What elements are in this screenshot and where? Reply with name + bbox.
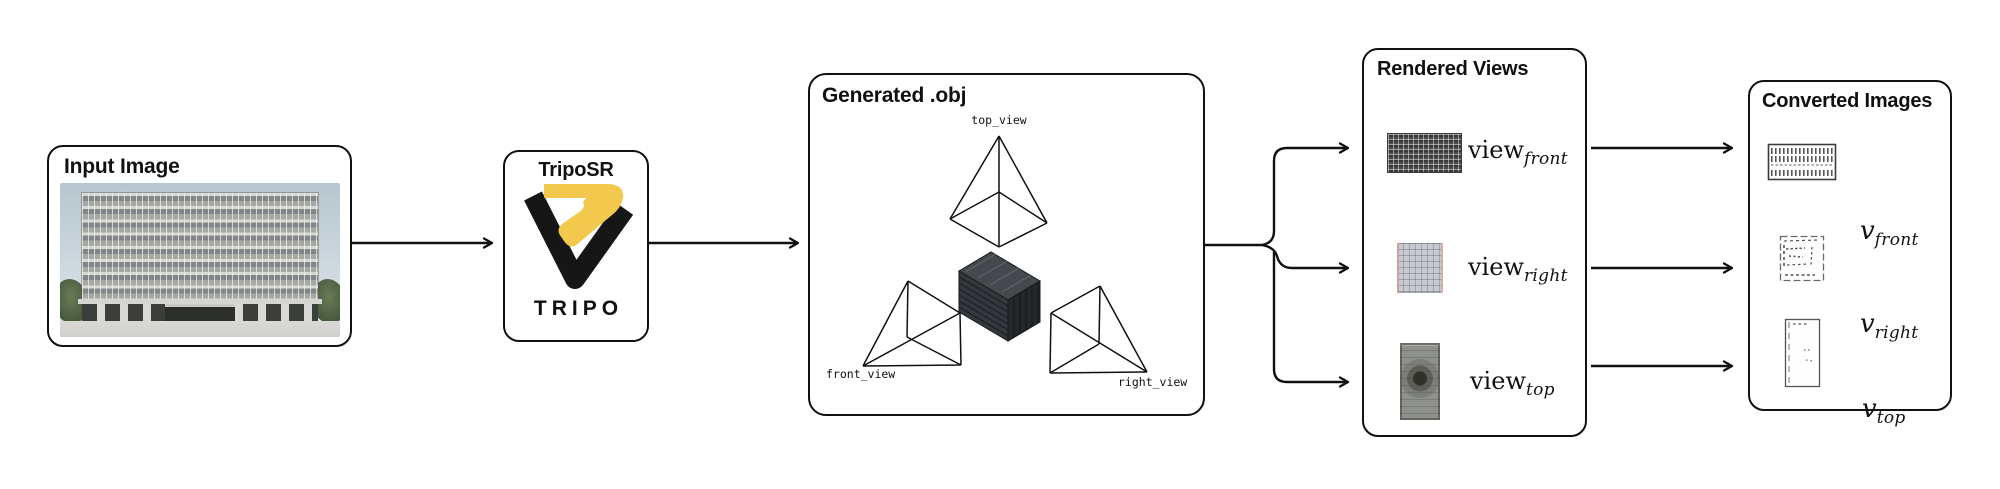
tripo-logo-icon <box>524 184 634 289</box>
converted-top-sketch <box>1784 318 1821 388</box>
rendered-right-thumbnail <box>1397 243 1443 293</box>
right-view-label: right_view <box>1118 375 1188 389</box>
rendered-top-thumbnail <box>1400 343 1440 420</box>
rendered-front-label: viewfront <box>1468 136 1568 169</box>
building-slab <box>78 299 322 304</box>
rendered-top-label: viewtop <box>1470 367 1555 400</box>
arrow-fork-bottom <box>1272 252 1350 388</box>
converted-images-title: Converted Images <box>1762 90 1933 112</box>
converted-right-label: vright <box>1860 309 1919 343</box>
input-image-title: Input Image <box>64 155 180 178</box>
rendered-front-thumbnail <box>1387 133 1462 173</box>
converted-images-box: Converted Images vfront vright <box>1748 80 1952 428</box>
arrow-fork-middle <box>1261 243 1350 274</box>
building-facade <box>82 193 318 299</box>
generated-obj-title: Generated .obj <box>822 84 967 107</box>
converted-right-sketch <box>1779 235 1825 282</box>
arrow-fork-top <box>1261 142 1350 247</box>
input-image-box: Input Image <box>47 145 352 347</box>
building-photo <box>60 183 340 337</box>
tripo-wordmark: TRIPO <box>533 297 624 320</box>
rendered-views-box: Rendered Views viewfront viewright viewt… <box>1362 48 1587 437</box>
top-view-label: top_view <box>971 113 1027 127</box>
building-plaza <box>60 321 340 337</box>
rendered-right-label: viewright <box>1468 253 1568 286</box>
converted-front-sketch <box>1767 143 1837 181</box>
front-view-label: front_view <box>826 367 896 381</box>
triposr-title: TripoSR <box>538 159 614 181</box>
converted-top-label: vtop <box>1862 394 1906 428</box>
converted-front-label: vfront <box>1860 216 1919 250</box>
building-entrance <box>165 304 235 321</box>
triposr-box: TripoSR TRIPO <box>503 150 649 342</box>
rendered-views-title: Rendered Views <box>1377 58 1529 80</box>
